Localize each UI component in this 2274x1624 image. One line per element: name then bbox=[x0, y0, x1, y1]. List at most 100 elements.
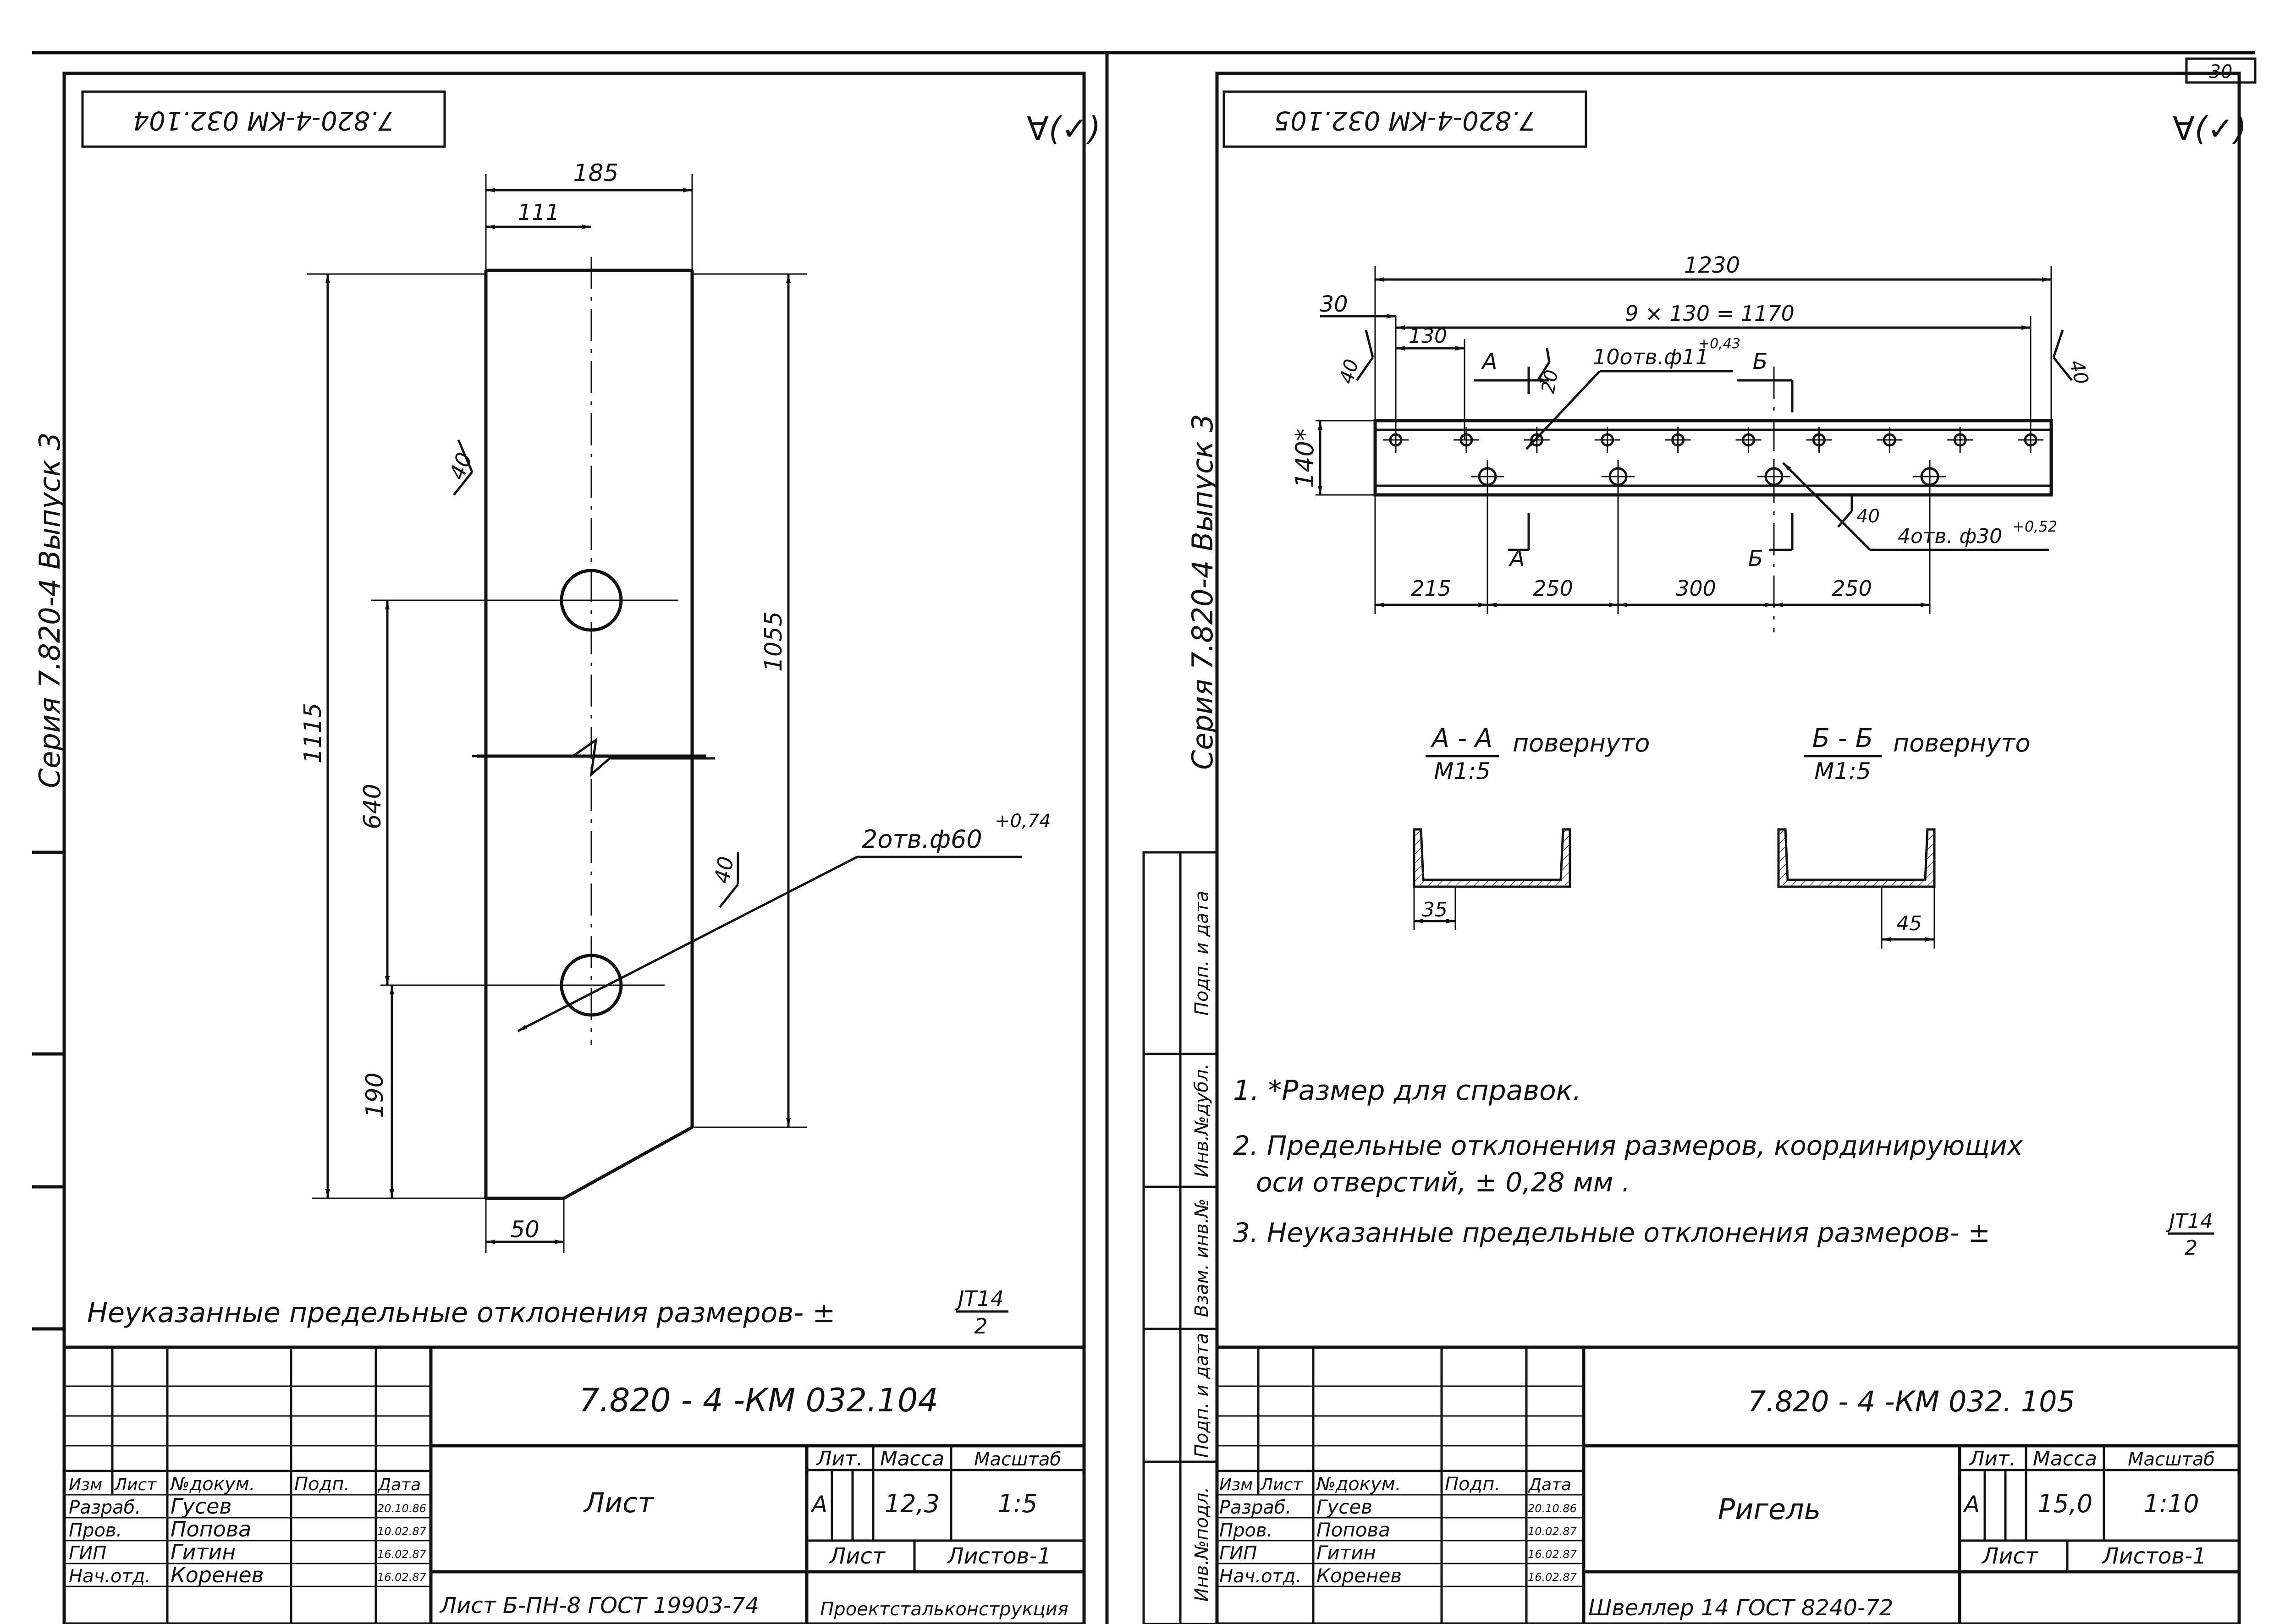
svg-text:А: А bbox=[1481, 349, 1498, 374]
small-hole bbox=[1735, 427, 1762, 453]
svg-text:Лист: Лист bbox=[1260, 1476, 1303, 1494]
small-hole bbox=[1594, 427, 1620, 453]
svg-text:Гитин: Гитин bbox=[1316, 1542, 1376, 1564]
svg-text:185: 185 bbox=[573, 159, 618, 187]
big-holes-callout: 4отв. ф30 bbox=[1898, 525, 2002, 548]
svg-text:ГИП: ГИП bbox=[1219, 1543, 1257, 1564]
left-title-block bbox=[64, 1345, 1084, 1624]
svg-text:Гитин: Гитин bbox=[171, 1540, 236, 1564]
svg-text:Лит.: Лит. bbox=[1968, 1447, 2015, 1470]
page-number: 30 bbox=[2209, 61, 2233, 82]
svg-text:40: 40 bbox=[2065, 357, 2093, 387]
svg-text:+0,43: +0,43 bbox=[1698, 336, 1740, 352]
svg-text:Лист: Лист bbox=[114, 1476, 157, 1494]
svg-text:Б - Б: Б - Б bbox=[1812, 724, 1873, 753]
svg-text:А: А bbox=[810, 1491, 827, 1518]
svg-text:М1:5: М1:5 bbox=[1814, 758, 1871, 785]
svg-text:16.02.87: 16.02.87 bbox=[1528, 1548, 1577, 1561]
svg-text:А: А bbox=[1509, 546, 1525, 571]
svg-text:40: 40 bbox=[1335, 357, 1363, 386]
svg-text:40: 40 bbox=[1856, 506, 1880, 527]
svg-text:Подп.: Подп. bbox=[1445, 1474, 1500, 1495]
svg-text:20.10.86: 20.10.86 bbox=[1528, 1502, 1577, 1515]
svg-text:Гусев: Гусев bbox=[171, 1494, 232, 1519]
right-side-stamp bbox=[1142, 851, 1218, 1624]
right-part-name: Ригель bbox=[1718, 1492, 1821, 1526]
svg-text:Подп. и дата: Подп. и дата bbox=[1191, 891, 1212, 1015]
svg-text:1055: 1055 bbox=[760, 611, 787, 672]
svg-text:Лист Б-ПН-8 ГОСТ 19903-74: Лист Б-ПН-8 ГОСТ 19903-74 bbox=[439, 1593, 759, 1619]
left-sheet-frame bbox=[62, 71, 1086, 1624]
svg-text:Б: Б bbox=[1748, 546, 1763, 571]
small-hole bbox=[1524, 427, 1550, 453]
svg-text:Коренев: Коренев bbox=[1316, 1564, 1402, 1587]
svg-text:Лист: Лист bbox=[828, 1543, 886, 1569]
svg-text:Масштаб: Масштаб bbox=[2128, 1449, 2215, 1470]
svg-text:2: 2 bbox=[974, 1314, 987, 1339]
svg-text:Подп.: Подп. bbox=[294, 1474, 350, 1495]
small-hole bbox=[1453, 427, 1479, 453]
left-tolerance-note: Неуказанные предельные отклонения размер… bbox=[87, 1297, 836, 1329]
svg-text:20: 20 bbox=[1538, 368, 1563, 395]
svg-text:Взам. инв.№: Взам. инв.№ bbox=[1191, 1199, 1212, 1317]
svg-text:Пров.: Пров. bbox=[1219, 1520, 1272, 1541]
svg-text:Дата: Дата bbox=[377, 1476, 421, 1494]
svg-text:140*: 140* bbox=[1290, 428, 1319, 488]
svg-text:Лит.: Лит. bbox=[815, 1447, 863, 1470]
left-mirrored-code: 7.820-4-KM 032.104 bbox=[133, 105, 395, 135]
svg-text:190: 190 bbox=[361, 1072, 389, 1118]
svg-text:45: 45 bbox=[1896, 912, 1922, 935]
svg-text:Инв.№дубл.: Инв.№дубл. bbox=[1191, 1064, 1212, 1177]
svg-text:+0,74: +0,74 bbox=[995, 811, 1051, 832]
svg-text:10.02.87: 10.02.87 bbox=[1528, 1525, 1577, 1538]
plate-outline bbox=[472, 269, 715, 1200]
svg-text:Нач.отд.: Нач.отд. bbox=[69, 1566, 151, 1587]
svg-text:2: 2 bbox=[2185, 1236, 2197, 1260]
right-series-label: Серия 7.820-4 Выпуск 3 bbox=[1186, 414, 1219, 770]
right-dimensions bbox=[1316, 266, 2073, 632]
svg-text:1:10: 1:10 bbox=[2143, 1489, 2199, 1518]
svg-text:9 × 130 = 1170: 9 × 130 = 1170 bbox=[1625, 301, 1795, 326]
svg-text:Разраб.: Разраб. bbox=[1219, 1497, 1291, 1518]
plate-hole-upper bbox=[371, 569, 678, 632]
right-sheet-frame bbox=[1215, 71, 2241, 1624]
section-a-profile bbox=[1413, 828, 1571, 930]
svg-text:130: 130 bbox=[1409, 324, 1447, 348]
small-hole bbox=[1877, 427, 1903, 453]
svg-text:2. Предельные отклонения ра: 2. Предельные отклонения размеров, коорд… bbox=[1233, 1130, 2023, 1161]
svg-text:М1:5: М1:5 bbox=[1434, 758, 1491, 785]
svg-text:А - А: А - А bbox=[1431, 724, 1492, 753]
svg-text:215: 215 bbox=[1411, 576, 1451, 601]
svg-text:Попова: Попова bbox=[1316, 1519, 1390, 1541]
svg-text:40: 40 bbox=[445, 449, 477, 483]
svg-text:16.02.87: 16.02.87 bbox=[1528, 1571, 1577, 1584]
svg-text:16.02.87: 16.02.87 bbox=[377, 1571, 427, 1584]
svg-text:Листов-1: Листов-1 bbox=[2101, 1543, 2206, 1569]
svg-text:Пров.: Пров. bbox=[69, 1520, 122, 1541]
svg-text:Попова: Попова bbox=[171, 1517, 251, 1542]
svg-text:1115: 1115 bbox=[299, 703, 327, 763]
svg-text:Листов-1: Листов-1 bbox=[946, 1543, 1051, 1569]
svg-text:Швеллер 14 ГОСТ 8240-72: Швеллер 14 ГОСТ 8240-72 bbox=[1588, 1595, 1893, 1621]
left-doc-code: 7.820 - 4 -КМ 032.104 bbox=[579, 1382, 938, 1419]
big-holes bbox=[1471, 460, 1946, 493]
svg-text:Инв.№подл.: Инв.№подл. bbox=[1191, 1487, 1212, 1602]
page-number-box bbox=[2185, 57, 2257, 84]
svg-text:640: 640 bbox=[359, 784, 386, 829]
svg-text:Масса: Масса bbox=[880, 1447, 944, 1470]
svg-text:3. Неуказанные предельные отк: 3. Неуказанные предельные отклонения раз… bbox=[1233, 1217, 1990, 1248]
svg-text:Разраб.: Разраб. bbox=[69, 1497, 141, 1518]
svg-text:JT14: JT14 bbox=[954, 1286, 1004, 1311]
right-mirrored-code-box bbox=[1222, 90, 1587, 148]
small-holes-callout: 10отв.ф11 bbox=[1593, 345, 1709, 369]
right-doc-code: 7.820 - 4 -КМ 032. 105 bbox=[1748, 1385, 2075, 1418]
svg-text:12,3: 12,3 bbox=[885, 1489, 940, 1518]
svg-text:Б: Б bbox=[1753, 349, 1768, 374]
left-series-label: Серия 7.820-4 Выпуск 3 bbox=[33, 432, 66, 788]
left-mirrored-code-box bbox=[81, 90, 446, 148]
section-b-profile bbox=[1777, 828, 1936, 949]
right-notes: 1. *Размер для справок. 2. Предельные от… bbox=[1233, 1075, 2214, 1260]
left-hole-callout: 2отв.ф60 bbox=[862, 825, 982, 854]
svg-text:№докум.: №докум. bbox=[1316, 1474, 1401, 1495]
